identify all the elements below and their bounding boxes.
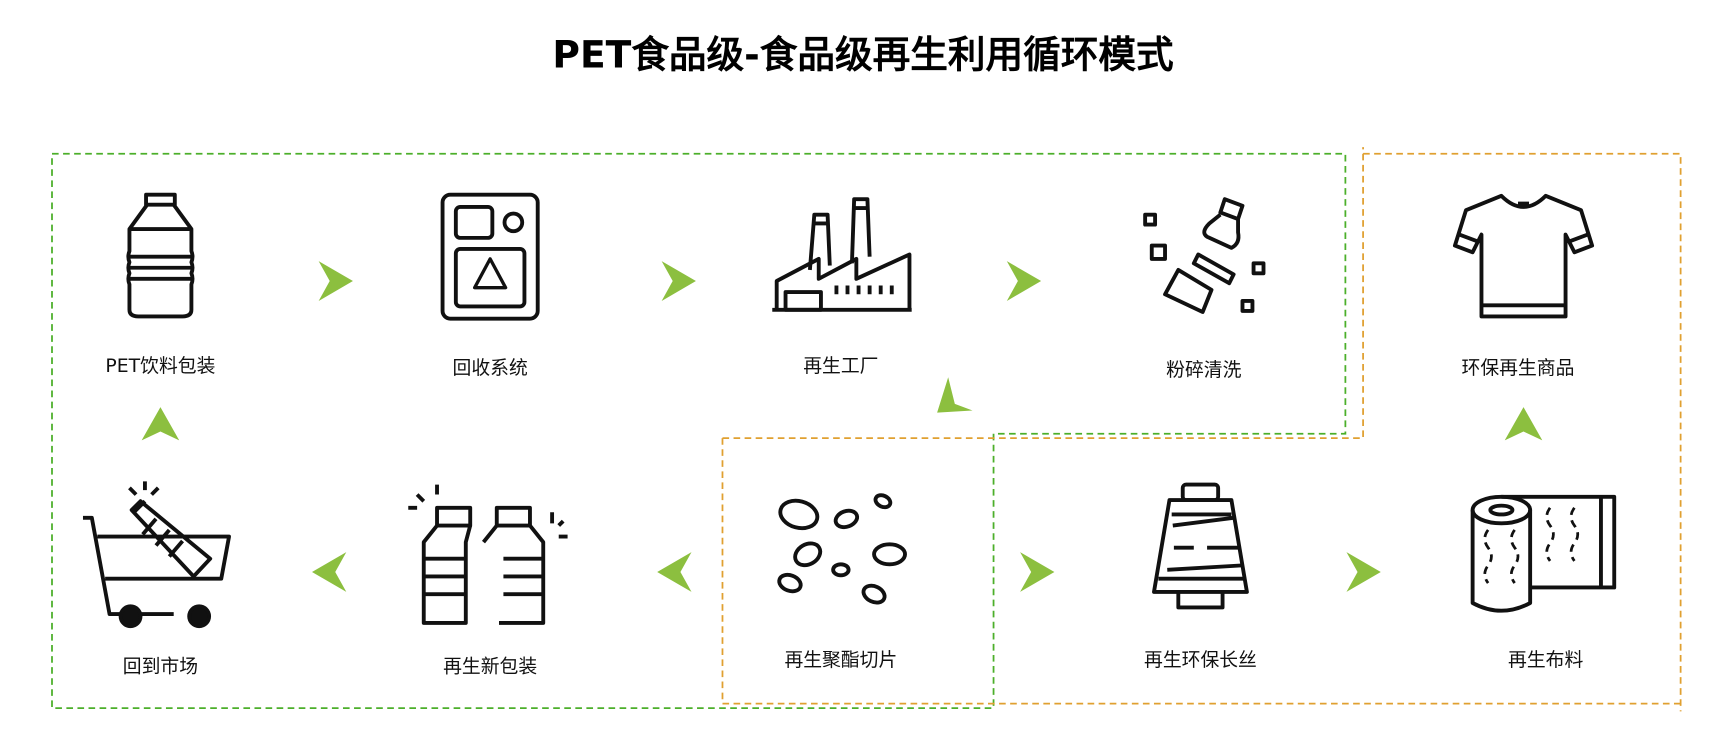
step-label-new-packaging: 再生新包装 <box>443 656 538 679</box>
arrow-right-icon <box>1346 552 1381 592</box>
arrow-right-icon <box>1020 552 1055 592</box>
recycle-machine-icon <box>440 192 540 321</box>
food-grade-loop-border <box>51 152 1347 709</box>
step-label-eco-filament: 再生环保长丝 <box>1144 649 1257 672</box>
fabric-roll-icon <box>1470 494 1617 613</box>
page-title: PET食品级-食品级再生利用循环模式 <box>552 33 1174 78</box>
arrow-up-icon <box>141 407 180 441</box>
crushed-bottle-icon <box>1143 197 1266 314</box>
shopping-cart-icon <box>82 481 231 629</box>
step-label-crush-wash: 粉碎清洗 <box>1166 359 1242 382</box>
step-label-recycled-fabric: 再生布料 <box>1508 649 1584 672</box>
arrow-left-icon <box>657 552 692 592</box>
step-label-recycling-system: 回收系统 <box>452 357 528 380</box>
arrow-right-icon <box>318 261 353 301</box>
arrow-up-icon <box>1504 407 1543 441</box>
step-label-polyester-chips: 再生聚酯切片 <box>784 649 898 672</box>
yarn-spool-icon <box>1152 482 1249 610</box>
step-label-recycling-factory: 再生工厂 <box>803 355 879 378</box>
factory-icon <box>772 197 912 312</box>
step-label-eco-products: 环保再生商品 <box>1461 357 1575 380</box>
step-label-back-to-market: 回到市场 <box>122 656 199 679</box>
arrow-down-left-icon <box>937 377 973 413</box>
arrow-right-icon <box>661 261 696 301</box>
arrow-left-icon <box>312 552 347 592</box>
arrow-right-icon <box>1006 261 1042 301</box>
eco-products-loop-border <box>721 147 1682 712</box>
bottles-icon <box>408 484 568 625</box>
pellets-icon <box>777 493 907 605</box>
bottle-icon <box>126 192 195 319</box>
step-label-pet-packaging: PET饮料包装 <box>105 355 216 378</box>
tshirt-icon <box>1452 193 1595 319</box>
